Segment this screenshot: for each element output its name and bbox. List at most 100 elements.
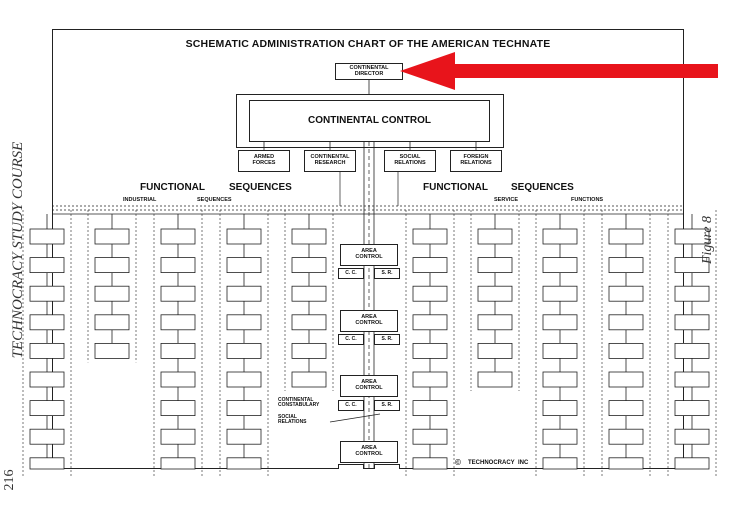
industrial-label: INDUSTRIAL: [123, 197, 157, 203]
social-relations-label: SOCIAL RELATIONS: [394, 154, 426, 166]
sequence-box-5-0: [412, 228, 448, 245]
sequence-box-7-3: [542, 314, 578, 331]
sequence-box-2-0: [160, 228, 196, 245]
sequence-box-3-5: [226, 371, 262, 388]
sequence-box-8-6: [608, 400, 644, 417]
continental-control-box: CONTINENTAL CONTROL: [249, 100, 490, 142]
area-control-box-1: AREA CONTROL: [340, 244, 398, 266]
sequence-box-2-1: [160, 257, 196, 274]
foreign-relations-label: FOREIGN RELATIONS: [460, 154, 492, 166]
cc-box-1: C. C.: [338, 268, 364, 279]
continental-research-box: CONTINENTAL RESEARCH: [304, 150, 356, 172]
sr-box-2: S. R.: [374, 334, 400, 345]
sequences-heading-left: SEQUENCES: [229, 182, 292, 193]
figure-number: Figure 8: [700, 215, 715, 265]
social-relations-box: SOCIAL RELATIONS: [384, 150, 436, 172]
sequence-box-3-6: [226, 400, 262, 417]
area-control-box-3: AREA CONTROL: [340, 375, 398, 397]
sequence-box-5-2: [412, 285, 448, 302]
sequence-box-8-2: [608, 285, 644, 302]
sr-label-3: S. R.: [381, 401, 393, 408]
functions-sublabel: FUNCTIONS: [571, 197, 604, 203]
sequence-box-8-3: [608, 314, 644, 331]
constabulary-line-2: CONSTABULARY: [278, 402, 320, 409]
sequence-box-2-5: [160, 371, 196, 388]
sequence-box-3-7: [226, 428, 262, 445]
sequence-box-8-8: [608, 457, 644, 470]
sequence-box-7-2: [542, 285, 578, 302]
continental-control-label: CONTINENTAL CONTROL: [308, 114, 431, 126]
area-control-label-4: AREA CONTROL: [355, 445, 383, 457]
sequence-box-0-8: [29, 457, 65, 470]
sequence-box-0-7: [29, 428, 65, 445]
sequence-box-1-1: [94, 257, 130, 274]
sequence-box-5-3: [412, 314, 448, 331]
sequence-box-3-1: [226, 257, 262, 274]
sequence-box-4-0: [291, 228, 327, 245]
sr-label-2: S. R.: [381, 335, 393, 342]
sequence-box-2-3: [160, 314, 196, 331]
social-relations-line-2: RELATIONS: [278, 419, 307, 426]
sequence-box-6-4: [477, 342, 513, 359]
armed-forces-label: ARMED FORCES: [252, 154, 276, 166]
sequence-box-2-7: [160, 428, 196, 445]
sequence-box-8-7: [608, 428, 644, 445]
sequence-box-7-7: [542, 428, 578, 445]
cc-box-2: C. C.: [338, 334, 364, 345]
copyright-inc: INC: [518, 460, 529, 466]
sequence-box-0-1: [29, 257, 65, 274]
sequence-box-6-5: [477, 371, 513, 388]
sequence-box-2-6: [160, 400, 196, 417]
sequence-box-6-3: [477, 314, 513, 331]
sequence-box-6-2: [477, 285, 513, 302]
copyright-owner: TECHNOCRACY: [468, 460, 515, 466]
social-relations-line-1: SOCIAL: [278, 414, 297, 420]
sequence-box-6-0: [477, 228, 513, 245]
sequence-box-9-7: [674, 428, 710, 445]
sequence-box-7-8: [542, 457, 578, 470]
sequence-box-3-4: [226, 342, 262, 359]
sequence-box-9-8: [674, 457, 710, 470]
sequence-box-1-2: [94, 285, 130, 302]
area-control-box-2: AREA CONTROL: [340, 310, 398, 332]
sequence-box-8-5: [608, 371, 644, 388]
continental-control-outer: [236, 94, 504, 148]
functional-heading-left: FUNCTIONAL: [140, 182, 205, 193]
red-arrow-icon: [400, 52, 718, 90]
sequence-box-7-0: [542, 228, 578, 245]
continental-director-box: CONTINENTAL DIRECTOR: [335, 63, 403, 80]
cc-label-3: C. C.: [345, 401, 357, 408]
sequence-box-9-4: [674, 342, 710, 359]
cc-label-1: C. C.: [345, 269, 357, 276]
sequence-box-1-3: [94, 314, 130, 331]
sequence-box-4-4: [291, 342, 327, 359]
sr-box-4-cut: [374, 464, 400, 469]
sr-label-1: S. R.: [381, 269, 393, 276]
sequence-box-5-8: [412, 457, 448, 470]
constabulary-line-1: CONTINENTAL: [278, 397, 314, 403]
sr-box-1: S. R.: [374, 268, 400, 279]
sequence-box-5-1: [412, 257, 448, 274]
area-control-box-4: AREA CONTROL: [340, 441, 398, 463]
sequence-box-9-5: [674, 371, 710, 388]
sequence-box-3-3: [226, 314, 262, 331]
sequence-box-4-2: [291, 285, 327, 302]
sequence-box-5-5: [412, 371, 448, 388]
sequence-box-5-6: [412, 400, 448, 417]
sequence-box-8-1: [608, 257, 644, 274]
sequence-box-9-2: [674, 285, 710, 302]
sequence-box-8-4: [608, 342, 644, 359]
sequence-box-0-0: [29, 228, 65, 245]
sequence-box-2-2: [160, 285, 196, 302]
chart-title: SCHEMATIC ADMINISTRATION CHART OF THE AM…: [185, 38, 551, 50]
sequence-box-2-4: [160, 342, 196, 359]
sr-box-3: S. R.: [374, 400, 400, 411]
sequence-box-9-3: [674, 314, 710, 331]
sequence-box-6-1: [477, 257, 513, 274]
sequences-sublabel: SEQUENCES: [197, 197, 232, 203]
sequence-box-3-2: [226, 285, 262, 302]
sequences-heading-right: SEQUENCES: [511, 182, 574, 193]
